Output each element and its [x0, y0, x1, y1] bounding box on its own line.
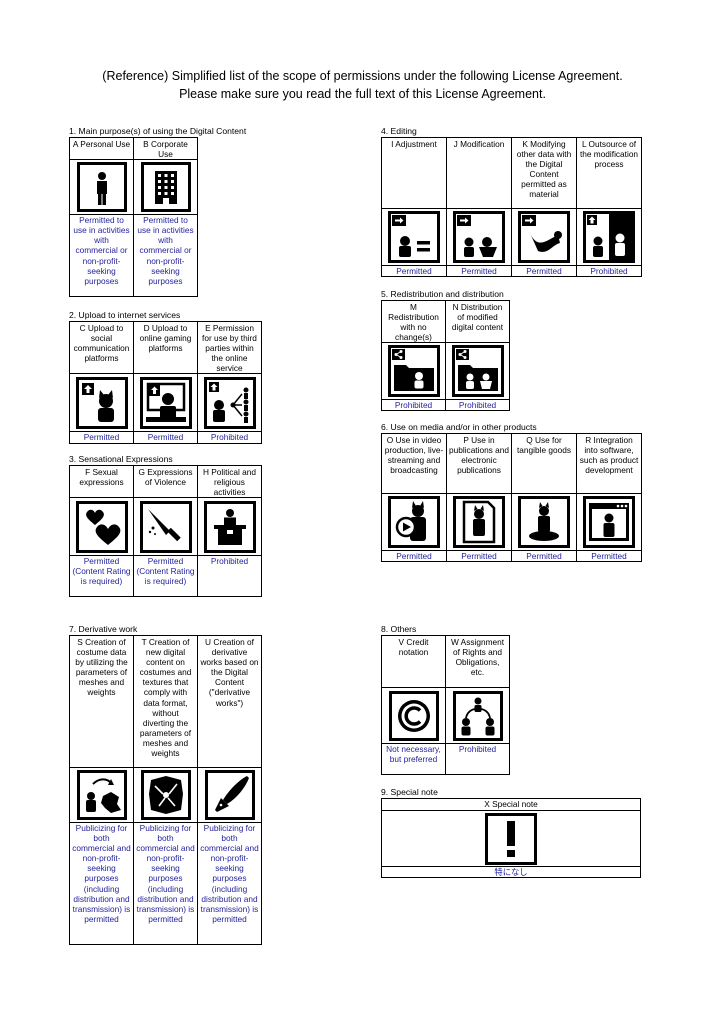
- item-label-x: X Special note: [381, 798, 641, 811]
- item-permission-u: Publicizing for both commercial and non-…: [197, 822, 262, 945]
- item-label-e: E Permission for use by third parties wi…: [197, 320, 262, 375]
- material-icon: [518, 211, 570, 263]
- item-permission-a: Permitted to use in activities with comm…: [69, 214, 134, 298]
- share-folder-icon: [387, 345, 440, 398]
- item-permission-g: Permitted (Content Rating is required): [133, 555, 198, 598]
- section-redistribution: 5. Redistribution and distribution M Red…: [381, 289, 510, 412]
- section-title: 1. Main purpose(s) of using the Digital …: [69, 126, 247, 136]
- section-title: 3. Sensational Expressions: [69, 454, 173, 464]
- item-permission-c: Permitted: [69, 431, 134, 444]
- item-permission-r: Permitted: [576, 549, 642, 563]
- software-icon: [583, 496, 635, 548]
- video-icon: [388, 496, 440, 548]
- section-sensational: 3. Sensational Expressions F Sexual expr…: [69, 454, 262, 598]
- item-permission-j: Permitted: [446, 264, 512, 278]
- section-derivative: 7. Derivative work S Creation of costume…: [69, 624, 262, 945]
- item-permission-i: Permitted: [381, 264, 447, 278]
- item-label-d: D Upload to online gaming platforms: [133, 320, 198, 375]
- publication-icon: [453, 496, 505, 548]
- item-label-q: Q Use for tangible goods: [511, 433, 577, 494]
- section-title: 8. Others: [381, 624, 417, 634]
- item-permission-s: Publicizing for both commercial and non-…: [69, 822, 134, 945]
- item-label-t: T Creation of new digital content on cos…: [133, 635, 198, 768]
- item-label-r: R Integration into software, such as pro…: [576, 433, 642, 494]
- item-label-a: A Personal Use: [69, 136, 134, 161]
- section-title: 4. Editing: [381, 126, 417, 136]
- exclamation-icon: [485, 812, 537, 865]
- item-permission-e: Prohibited: [197, 431, 262, 444]
- item-label-o: O Use in video production, live-streamin…: [381, 433, 447, 494]
- copyright-icon: [388, 690, 439, 741]
- share-modified-icon: [451, 345, 504, 398]
- item-permission-w: Prohibited: [445, 743, 510, 775]
- item-label-s: S Creation of costume data by utilizing …: [69, 635, 134, 768]
- item-label-u: U Creation of derivative works based on …: [197, 635, 262, 768]
- item-label-v: V Credit notation: [381, 635, 446, 688]
- knife-icon: [139, 500, 192, 553]
- section-title: 7. Derivative work: [69, 624, 138, 634]
- third-party-icon: [203, 376, 256, 429]
- hearts-icon: [75, 500, 128, 553]
- header-line-1: (Reference) Simplified list of the scope…: [102, 69, 623, 83]
- figure-icon: [518, 496, 570, 548]
- item-label-n: N Distribution of modified digital conte…: [445, 299, 510, 344]
- item-label-m: M Redistribution with no change(s): [381, 299, 446, 344]
- item-permission-t: Publicizing for both commercial and non-…: [133, 822, 198, 945]
- section-title: 6. Use on media and/or in other products: [381, 422, 537, 432]
- item-permission-k: Permitted: [511, 264, 577, 278]
- item-label-l: L Outsource of the modification process: [576, 137, 642, 209]
- section-special-note: 9. Special note X Special note 特になし: [381, 787, 641, 878]
- assignment-icon: [452, 690, 503, 741]
- item-permission-f: Permitted (Content Rating is required): [69, 555, 134, 598]
- item-label-c: C Upload to social communication platfor…: [69, 320, 134, 375]
- item-permission-b: Permitted to use in activities with comm…: [133, 214, 198, 298]
- item-label-j: J Modification: [446, 137, 512, 209]
- modification-icon: [453, 211, 505, 263]
- podium-icon: [203, 500, 256, 553]
- item-label-k: K Modifying other data with the Digital …: [511, 137, 577, 209]
- game-upload-icon: [139, 376, 192, 429]
- item-label-h: H Political and religious activities: [197, 464, 262, 499]
- section-upload: 2. Upload to internet services C Upload …: [69, 310, 262, 444]
- building-icon: [140, 162, 191, 213]
- item-label-g: G Expressions of Violence: [133, 464, 198, 499]
- section-title: 5. Redistribution and distribution: [381, 289, 504, 299]
- item-permission-o: Permitted: [381, 549, 447, 563]
- item-permission-v: Not necessary, but preferred: [381, 743, 446, 775]
- item-permission-d: Permitted: [133, 431, 198, 444]
- item-permission-q: Permitted: [511, 549, 577, 563]
- item-permission-p: Permitted: [446, 549, 512, 563]
- section-title: 9. Special note: [381, 787, 438, 797]
- item-label-i: I Adjustment: [381, 137, 447, 209]
- item-permission-n: Prohibited: [445, 399, 510, 412]
- item-label-p: P Use in publications and electronic pub…: [446, 433, 512, 494]
- section-editing: 4. Editing I Adjustment J Modification K…: [381, 126, 642, 278]
- section-main-purpose: 1. Main purpose(s) of using the Digital …: [69, 126, 247, 298]
- pen-nib-icon: [204, 770, 255, 820]
- costume-icon: [76, 770, 127, 820]
- outsource-icon: [583, 211, 635, 263]
- header-line-2: Please make sure you read the full text …: [179, 87, 546, 101]
- item-permission-h: Prohibited: [197, 555, 262, 598]
- item-permission-x: 特になし: [381, 866, 641, 878]
- item-label-w: W Assignment of Rights and Obligations, …: [445, 635, 510, 688]
- section-media: 6. Use on media and/or in other products…: [381, 422, 642, 563]
- social-upload-icon: [75, 376, 128, 429]
- item-permission-l: Prohibited: [576, 264, 642, 278]
- section-title: 2. Upload to internet services: [69, 310, 181, 320]
- item-permission-m: Prohibited: [381, 399, 446, 412]
- item-label-f: F Sexual expressions: [69, 464, 134, 499]
- item-label-b: B Corporate Use: [133, 136, 198, 161]
- section-others: 8. Others V Credit notation W Assignment…: [381, 624, 510, 775]
- person-icon: [76, 162, 127, 213]
- texture-icon: [140, 770, 191, 820]
- adjustment-icon: [388, 211, 440, 263]
